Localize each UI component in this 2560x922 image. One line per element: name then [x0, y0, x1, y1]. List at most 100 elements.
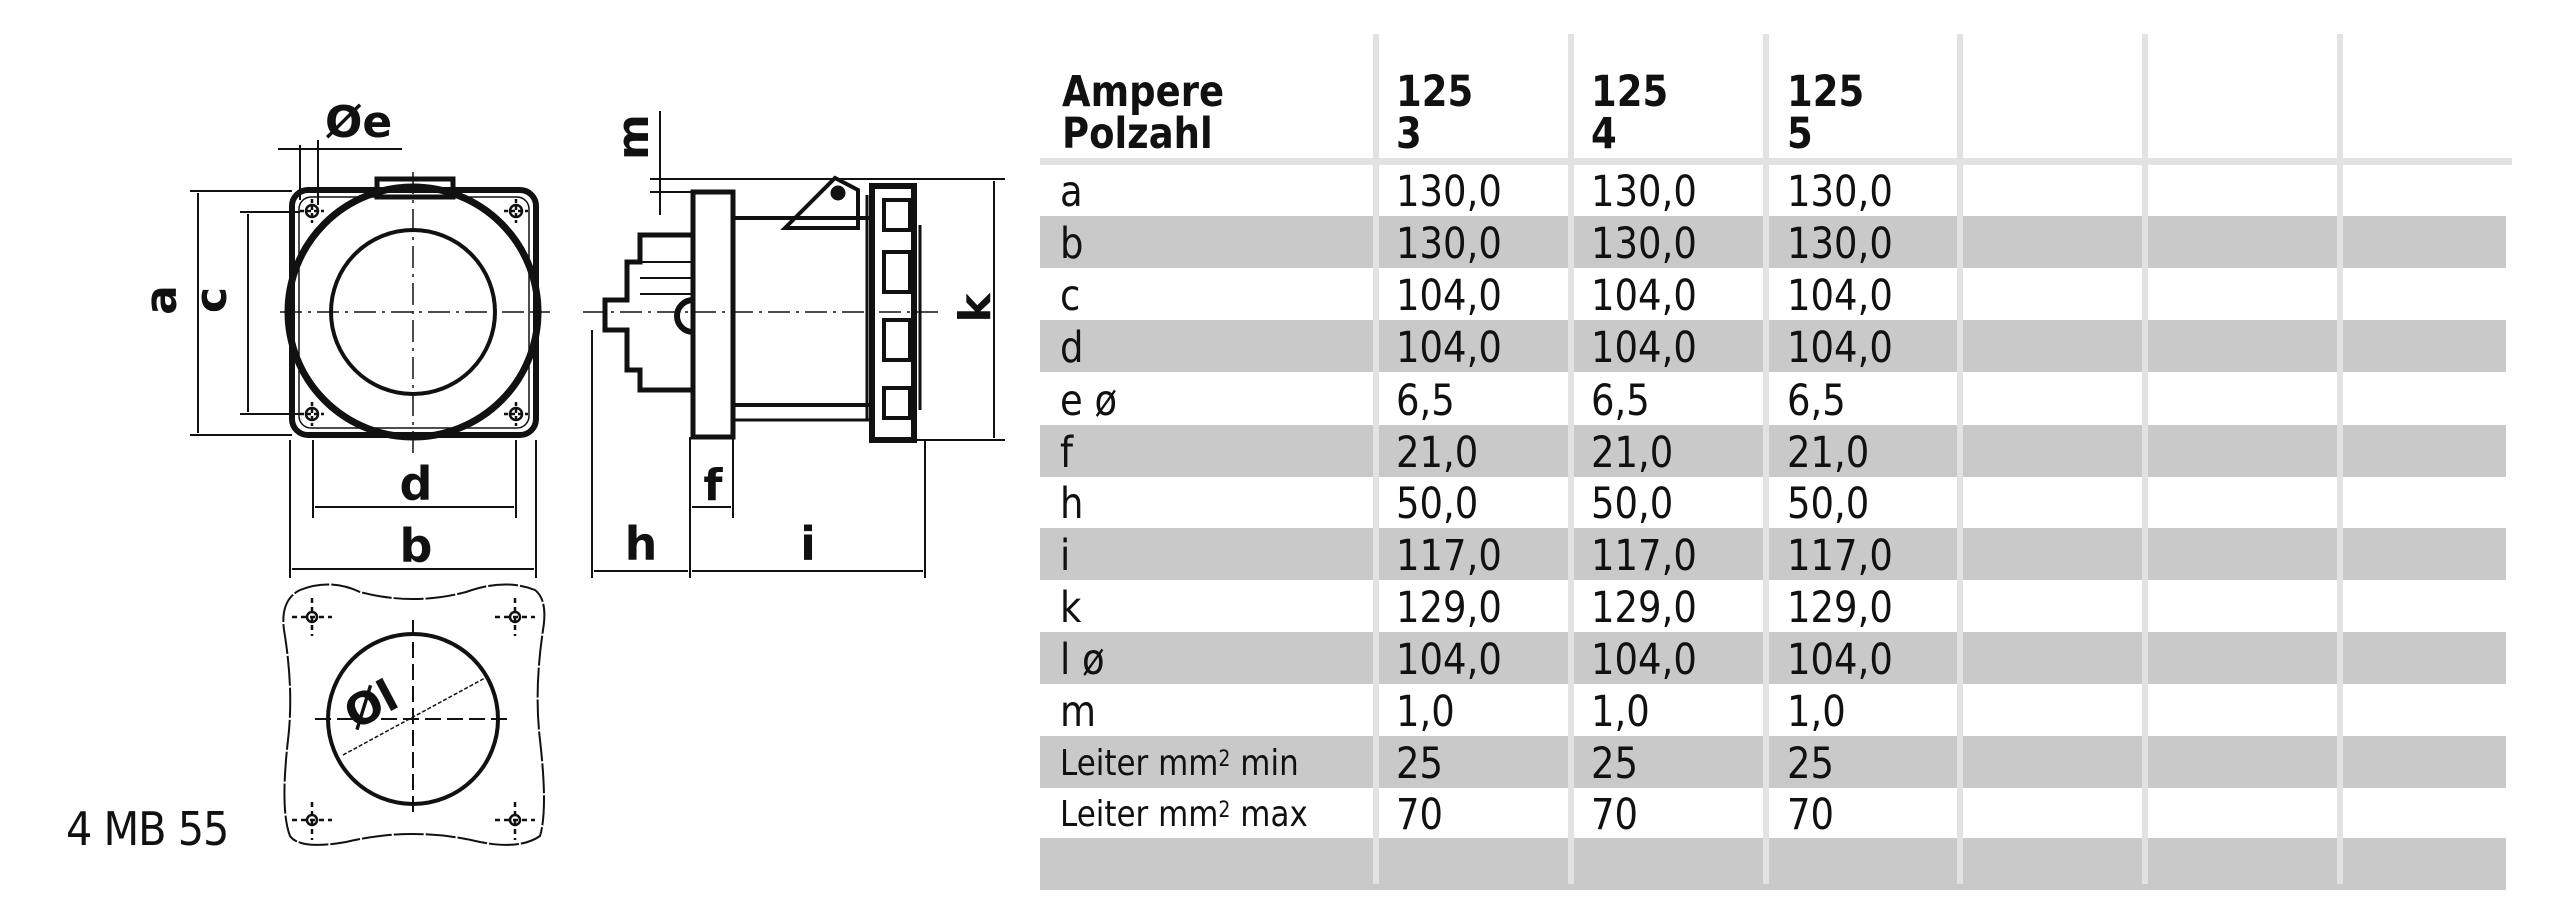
value-text: 25 — [1396, 739, 1444, 789]
header-polzahl-value: 4 — [1591, 109, 1617, 159]
row-label-text: c — [1060, 271, 1081, 321]
value-text: 1,0 — [1396, 687, 1455, 737]
label-cutout-dia: Øl — [336, 670, 406, 740]
value-text: 25 — [1591, 739, 1639, 789]
mounting-hole-icon — [292, 598, 535, 840]
value-text: 117,0 — [1396, 531, 1502, 581]
label-b: b — [400, 519, 433, 573]
row-label: f — [1060, 425, 1075, 478]
mounting-hole-icon — [300, 199, 528, 426]
row-label: b — [1060, 216, 1087, 269]
value-cell: 6,5 — [1396, 373, 1464, 426]
value-text: 129,0 — [1591, 583, 1697, 633]
value-cell: 104,0 — [1396, 632, 1519, 685]
header-divider — [1040, 158, 2512, 165]
value-cell: 50,0 — [1787, 476, 1883, 529]
value-cell: 130,0 — [1787, 164, 1910, 217]
value-text: 50,0 — [1787, 479, 1870, 529]
row-label-text: d — [1060, 323, 1084, 373]
value-cell: 130,0 — [1396, 164, 1519, 217]
row-label: i — [1060, 528, 1072, 581]
row-label-text: k — [1060, 583, 1082, 633]
row-label: k — [1060, 580, 1085, 633]
value-text: 21,0 — [1591, 428, 1674, 478]
technical-drawing: Øe a c d b — [0, 0, 1040, 922]
value-text: 130,0 — [1591, 219, 1697, 269]
row-label-text: a — [1060, 167, 1083, 217]
row-label-text: l ø — [1060, 635, 1105, 685]
value-text: 104,0 — [1591, 635, 1697, 685]
row-label-text: h — [1060, 479, 1084, 529]
row-label: l ø — [1060, 632, 1112, 685]
value-text: 129,0 — [1787, 583, 1893, 633]
value-cell: 25 — [1787, 736, 1842, 789]
row-label-text: e ø — [1060, 376, 1118, 426]
row-label-text: b — [1060, 219, 1084, 269]
value-text: 130,0 — [1787, 219, 1893, 269]
label-d: d — [400, 457, 433, 511]
value-text: 104,0 — [1591, 323, 1697, 373]
row-label-part: min — [1230, 743, 1299, 784]
value-cell: 104,0 — [1396, 320, 1519, 373]
value-cell: 117,0 — [1787, 528, 1910, 581]
side-view — [583, 111, 1005, 578]
value-cell: 104,0 — [1591, 632, 1714, 685]
column-divider — [2337, 34, 2343, 884]
value-text: 70 — [1787, 790, 1835, 840]
value-cell: 6,5 — [1787, 373, 1855, 426]
row-label-part: 2 — [1218, 798, 1231, 823]
value-cell: 104,0 — [1787, 632, 1910, 685]
value-cell: 129,0 — [1787, 580, 1910, 633]
header-polzahl-value: 3 — [1396, 109, 1422, 159]
value-text: 6,5 — [1787, 376, 1846, 426]
value-cell: 129,0 — [1396, 580, 1519, 633]
header-ampere-value: 125 — [1396, 67, 1474, 117]
column-divider — [1957, 34, 1963, 884]
value-text: 104,0 — [1787, 271, 1893, 321]
value-text: 104,0 — [1396, 323, 1502, 373]
value-cell: 104,0 — [1787, 320, 1910, 373]
header-ampere-value: 125 — [1591, 67, 1669, 117]
value-text: 129,0 — [1396, 583, 1502, 633]
label-i: i — [800, 517, 816, 571]
column-divider — [1568, 34, 1574, 884]
model-label: 4 MB 55 — [66, 802, 229, 856]
column-divider — [2142, 34, 2148, 884]
label-f: f — [703, 460, 723, 511]
table-row: k 129,0 129,0 129,0 — [1040, 580, 2506, 633]
value-text: 130,0 — [1396, 167, 1502, 217]
value-cell: 104,0 — [1396, 268, 1519, 321]
rear-cutout-view — [282, 583, 546, 846]
table-row: Leiter mm2 min 25 25 25 — [1040, 736, 2506, 789]
row-label-part: Leiter mm — [1060, 794, 1219, 835]
value-text: 50,0 — [1591, 479, 1674, 529]
label-a: a — [136, 285, 187, 315]
value-cell: 104,0 — [1591, 268, 1714, 321]
row-label: h — [1060, 476, 1087, 529]
value-text: 104,0 — [1396, 635, 1502, 685]
row-label: c — [1060, 268, 1084, 321]
row-label: e ø — [1060, 373, 1126, 426]
value-cell: 104,0 — [1591, 320, 1714, 373]
value-text: 104,0 — [1787, 323, 1893, 373]
value-text: 21,0 — [1787, 428, 1870, 478]
value-text: 70 — [1396, 790, 1444, 840]
value-cell: 130,0 — [1591, 216, 1714, 269]
row-label-part: 2 — [1218, 747, 1231, 772]
table-row: f 21,0 21,0 21,0 — [1040, 425, 2506, 478]
row-label-part: Leiter mm — [1060, 743, 1219, 784]
table-row: d 104,0 104,0 104,0 — [1040, 320, 2506, 373]
row-label: Leiter mm2 min — [1060, 736, 1338, 788]
value-cell: 70 — [1787, 787, 1842, 840]
value-text: 21,0 — [1396, 428, 1479, 478]
value-cell: 70 — [1591, 787, 1646, 840]
column-divider — [1373, 34, 1379, 884]
value-cell: 130,0 — [1787, 216, 1910, 269]
label-k: k — [950, 292, 1001, 323]
value-text: 130,0 — [1787, 167, 1893, 217]
table-row — [1040, 838, 2506, 890]
value-text: 104,0 — [1591, 271, 1697, 321]
